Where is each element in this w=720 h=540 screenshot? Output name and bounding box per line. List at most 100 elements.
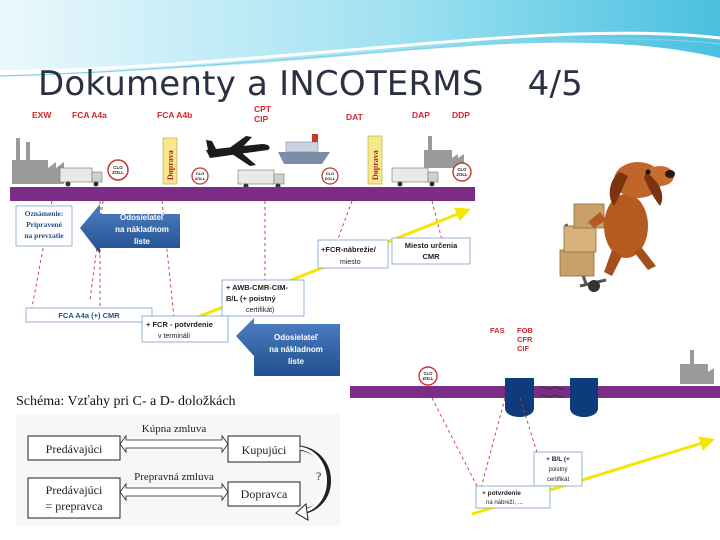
- truck-icon: [391, 167, 439, 187]
- svg-text:na prevzatie: na prevzatie: [24, 231, 64, 240]
- transport-contract-arrow: Prepravná zmluva: [119, 471, 229, 502]
- fcr-terminal-box: + FCR - potvrdenie v termináli: [141, 315, 229, 343]
- term-cif: CIF: [517, 344, 530, 353]
- svg-text:Doprava: Doprava: [371, 150, 380, 180]
- term-dat: DAT: [346, 112, 364, 122]
- sea-lines: [431, 397, 541, 493]
- notice-box: Oznámenie: Pripravené na prevzatie: [15, 205, 73, 247]
- carrier-box: Dopravca: [227, 481, 301, 507]
- svg-text:Dopravca: Dopravca: [241, 487, 288, 501]
- svg-text:FCA A4a (+) CMR: FCA A4a (+) CMR: [58, 311, 120, 320]
- svg-text:na nábreží, ...: na nábreží, ...: [486, 500, 523, 506]
- svg-text:Kupujúci: Kupujúci: [242, 443, 287, 457]
- transport-label-right: Doprava: [367, 135, 383, 185]
- svg-text:Odosielateľ: Odosielateľ: [120, 213, 165, 222]
- waves-icon: [539, 386, 565, 398]
- svg-text:+ B/L (+: + B/L (+: [546, 456, 570, 463]
- question-mark: ?: [316, 469, 321, 483]
- factory-left-icon: [12, 138, 64, 184]
- svg-text:Oznámenie:: Oznámenie:: [25, 209, 64, 218]
- dog-mascot-icon: [559, 162, 675, 292]
- svg-text:Predávajúci: Predávajúci: [46, 442, 103, 456]
- fcr-quay-box: +FCR-nábrežie/ miesto: [317, 239, 389, 269]
- svg-text:na nákladnom: na nákladnom: [115, 225, 169, 234]
- svg-text:= prepravca: = prepravca: [45, 499, 103, 513]
- svg-text:Odosielateľ: Odosielateľ: [274, 333, 319, 342]
- svg-text:+FCR-nábrežie/: +FCR-nábrežie/: [321, 245, 377, 254]
- sea-diagram: FAS FOB CFR CIF CLO ZOLL: [350, 326, 720, 516]
- awb-box: + AWB-CMR-CIM- B/L (+ poistný certifikát…: [221, 279, 305, 317]
- svg-text:Prepravná zmluva: Prepravná zmluva: [134, 471, 214, 483]
- factory-icon: [680, 350, 714, 384]
- transport-band: [10, 187, 475, 201]
- svg-text:v termináli: v termináli: [158, 333, 190, 340]
- sender-arrow-bottom: Odosielateľ na nákladnom liste: [236, 318, 340, 376]
- svg-text:CLO: CLO: [326, 171, 334, 176]
- term-dap: DAP: [412, 110, 430, 120]
- svg-text:liste: liste: [134, 237, 151, 246]
- svg-text:liste: liste: [288, 357, 305, 366]
- term-ddp: DDP: [452, 110, 470, 120]
- ship-icon: [278, 134, 330, 164]
- top-diagram: EXW FCA A4a FCA A4b CPT CIP DAT DAP DDP …: [10, 104, 475, 376]
- header-decoration: [0, 0, 720, 77]
- bl-box: + B/L (+ poistný certifikát: [533, 451, 583, 487]
- term-fca-a4a: FCA A4a: [72, 110, 107, 120]
- svg-text:certifikát: certifikát: [547, 477, 570, 483]
- svg-text:Predávajúci: Predávajúci: [46, 483, 103, 497]
- truck-icon: [237, 169, 285, 189]
- svg-text:Kúpna zmluva: Kúpna zmluva: [142, 423, 207, 435]
- term-cpt: CPT: [254, 104, 272, 114]
- term-cfr: CFR: [517, 335, 533, 344]
- customs-stamp-icon: CLO ZOLL: [107, 159, 129, 181]
- truck-icon: [59, 167, 103, 187]
- svg-text:CLO: CLO: [423, 371, 433, 376]
- svg-text:CLO: CLO: [457, 167, 467, 172]
- svg-text:certifikát): certifikát): [246, 307, 274, 314]
- svg-text:+ AWB-CMR-CIM-: + AWB-CMR-CIM-: [226, 283, 289, 292]
- slide-number: 4/5: [527, 64, 583, 104]
- quay-confirmation-box: + potvrdenie na nábreží, ...: [475, 485, 551, 509]
- customs-stamp-icon: CLO ZOLL: [191, 167, 209, 185]
- term-fas: FAS: [490, 326, 505, 335]
- page-title: Dokumenty a INCOTERMS 4/5: [38, 64, 583, 104]
- term-exw: EXW: [32, 110, 52, 120]
- svg-text:miesto: miesto: [340, 259, 361, 266]
- relationship-scheme: Predávajúci Kupujúci Predávajúci = prepr…: [16, 414, 340, 526]
- sea-band: [350, 386, 720, 398]
- svg-text:CMR: CMR: [422, 252, 440, 261]
- svg-text:CLO: CLO: [113, 165, 123, 170]
- svg-text:poistný: poistný: [548, 467, 567, 473]
- purchase-contract-arrow: Kúpna zmluva: [119, 423, 229, 454]
- svg-text:ZOLL: ZOLL: [325, 176, 336, 181]
- scheme-caption: Schéma: Vzťahy pri C- a D- doložkách: [16, 394, 236, 409]
- incoterms-row: EXW FCA A4a FCA A4b CPT CIP DAT DAP DDP: [32, 104, 470, 124]
- svg-text:ZOLL: ZOLL: [112, 170, 124, 175]
- term-fca-a4b: FCA A4b: [157, 110, 192, 120]
- svg-text:ZOLL: ZOLL: [456, 172, 468, 177]
- svg-text:+ potvrdenie: + potvrdenie: [482, 490, 521, 497]
- svg-text:na nákladnom: na nákladnom: [269, 345, 323, 354]
- buyer-box: Kupujúci: [227, 435, 301, 463]
- term-cip: CIP: [254, 114, 269, 124]
- customs-stamp-icon: CLO ZOLL: [321, 167, 339, 185]
- curved-arrow-icon: [295, 445, 331, 521]
- sender-arrow-left: Odosielateľ na nákladnom liste: [80, 204, 180, 254]
- term-fob: FOB: [517, 326, 533, 335]
- svg-text:ZOLL: ZOLL: [422, 376, 434, 381]
- customs-stamp-icon: CLO ZOLL: [452, 162, 472, 182]
- airplane-icon: [206, 136, 270, 166]
- seller-carrier-box: Predávajúci = prepravca: [27, 477, 121, 519]
- title-main: Dokumenty a INCOTERMS: [38, 64, 484, 104]
- fca-cmr-box: FCA A4a (+) CMR: [25, 307, 153, 323]
- customs-stamp-icon: CLO ZOLL: [418, 366, 438, 386]
- svg-text:Doprava: Doprava: [166, 150, 175, 180]
- transport-label-left: Doprava: [162, 137, 178, 185]
- svg-text:Miesto určenia: Miesto určenia: [405, 241, 458, 250]
- destination-box: Miesto určenia CMR: [391, 237, 471, 265]
- svg-text:ZOLL: ZOLL: [195, 176, 206, 181]
- svg-text:+ FCR - potvrdenie: + FCR - potvrdenie: [146, 320, 213, 329]
- seller-box: Predávajúci: [27, 435, 121, 461]
